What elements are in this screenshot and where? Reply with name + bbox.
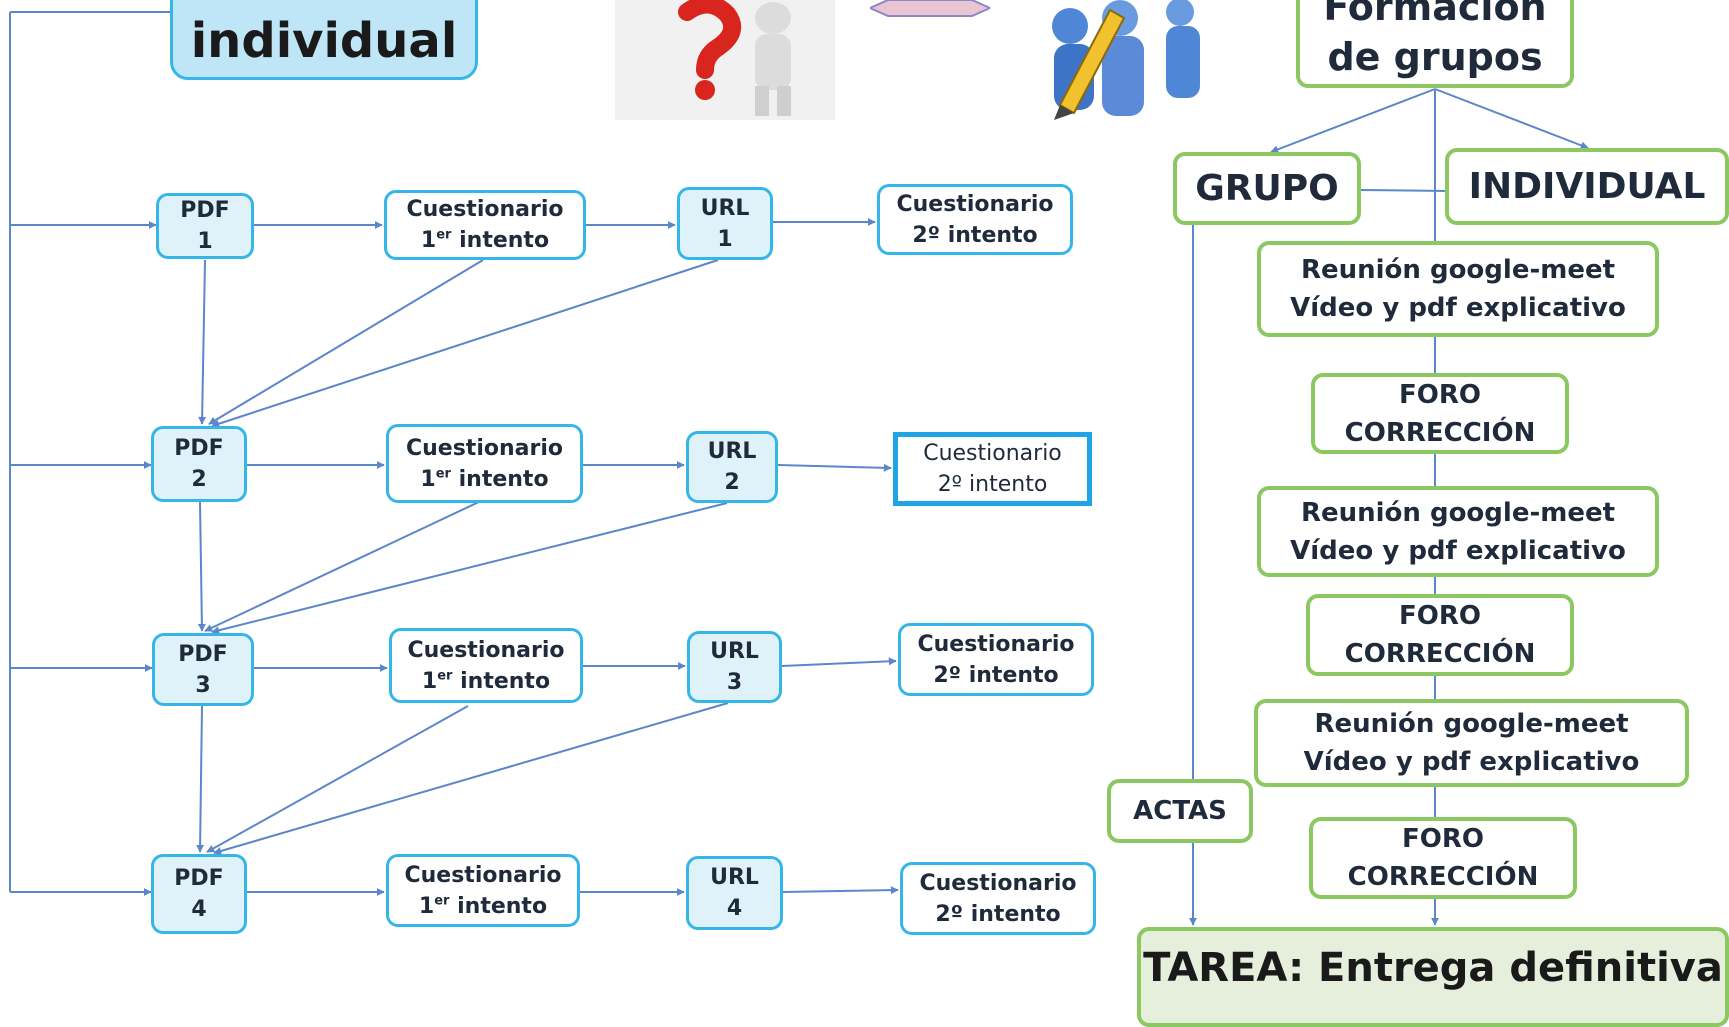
formacion-line1: Formación [1323, 0, 1547, 29]
meet-line2: Vídeo y pdf explicativo [1290, 293, 1626, 323]
pdf-node-3: PDF 3 [152, 633, 254, 706]
cuestionario-2-node-2: Cuestionario 2º intento [893, 432, 1092, 506]
url-node-1: URL 1 [677, 187, 773, 260]
cuestionario-label: Cuestionario [896, 191, 1054, 217]
foro-box-3: FORO CORRECCIÓN [1309, 817, 1577, 899]
url-number: 4 [726, 896, 743, 921]
cuestionario-label: Cuestionario [406, 197, 564, 222]
url-number: 2 [724, 470, 740, 495]
url-label: URL [710, 865, 759, 890]
arrow-pdf1-pdf2 [198, 259, 207, 425]
people-pencil-icon [1052, 0, 1200, 120]
individual-header-box: individual [170, 0, 478, 80]
intento-label: 2º intento [912, 222, 1038, 248]
cuestionario-1-node-2: Cuestionario 1er intento [386, 424, 583, 503]
foro-line1: FORO [1402, 824, 1484, 854]
pdf-number: 4 [191, 897, 207, 922]
url-label: URL [710, 639, 759, 664]
cuestionario-label: Cuestionario [919, 870, 1077, 896]
intento-label: 1er intento [418, 893, 548, 919]
cuestionario-label: Cuestionario [923, 441, 1062, 466]
meet-line2: Vídeo y pdf explicativo [1303, 747, 1640, 777]
url-label: URL [707, 439, 757, 464]
arrow-q1r3-pdf4 [206, 705, 469, 853]
actas-box: ACTAS [1107, 779, 1253, 843]
pdf-node-1: PDF 1 [156, 193, 254, 259]
connector-layer [9, 11, 1589, 926]
intento-label: 2º intento [935, 901, 1061, 927]
cuestionario-label: Cuestionario [405, 435, 563, 461]
url-label: URL [700, 195, 750, 221]
meet-line1: Reunión google-meet [1314, 709, 1629, 739]
cuestionario-2-node-3: Cuestionario 2º intento [898, 623, 1094, 696]
intento-label: 1er intento [421, 668, 551, 694]
individual-header-label: individual [190, 13, 458, 69]
pdf-number: 3 [195, 672, 211, 698]
pdf-label: PDF [174, 436, 224, 461]
meet-box-3: Reunión google-meet Vídeo y pdf explicat… [1254, 699, 1689, 787]
formacion-grupos-box: Formación de grupos [1296, 0, 1574, 88]
foro-line2: CORRECCIÓN [1344, 417, 1536, 448]
arrow-url3-q2 [781, 657, 897, 667]
arrow-url4-q2 [782, 886, 899, 895]
cuestionario-1-node-4: Cuestionario 1er intento [386, 854, 580, 927]
arrow-pdf2-pdf3 [197, 501, 206, 632]
pdf-number: 1 [197, 229, 213, 254]
cuestionario-1-node-3: Cuestionario 1er intento [389, 628, 583, 703]
cuestionario-label: Cuestionario [404, 862, 562, 888]
cuestionario-label: Cuestionario [917, 631, 1075, 657]
pdf-node-2: PDF 2 [151, 426, 247, 502]
url-node-3: URL 3 [687, 631, 782, 703]
meet-line1: Reunión google-meet [1300, 255, 1616, 285]
meet-box-1: Reunión google-meet Vídeo y pdf explicat… [1257, 241, 1659, 337]
url-node-4: URL 4 [686, 856, 783, 930]
foro-box-1: FORO CORRECCIÓN [1311, 373, 1569, 454]
pdf-label: PDF [174, 866, 224, 891]
arrow-url2-q2 [777, 463, 892, 472]
tarea-box: TAREA: Entrega definitiva [1137, 927, 1729, 1027]
foro-box-2: FORO CORRECCIÓN [1306, 594, 1574, 676]
pdf-label: PDF [178, 641, 228, 667]
arrow-url2-pdf3 [211, 502, 728, 635]
foro-line2: CORRECCIÓN [1347, 862, 1539, 892]
meet-box-2: Reunión google-meet Vídeo y pdf explicat… [1257, 486, 1659, 577]
pdf-label: PDF [180, 198, 230, 223]
arrow-formacion-grupo [1270, 88, 1436, 154]
grupo-label: GRUPO [1195, 168, 1339, 209]
intento-label: 1er intento [420, 466, 549, 492]
double-arrow-icon [870, 0, 990, 17]
arrow-pdf3-pdf4 [196, 705, 205, 853]
url-node-2: URL 2 [686, 431, 778, 503]
individual-box: INDIVIDUAL [1445, 148, 1729, 225]
actas-label: ACTAS [1133, 796, 1227, 826]
foro-line2: CORRECCIÓN [1344, 639, 1536, 669]
arrow-formacion-individual [1434, 88, 1589, 150]
arrow-q1r2-pdf3 [204, 499, 484, 632]
pdf-number: 2 [191, 467, 207, 492]
pdf-node-4: PDF 4 [151, 854, 247, 934]
tarea-label: TAREA: Entrega definitiva [1143, 945, 1723, 991]
url-number: 1 [717, 226, 733, 252]
cuestionario-label: Cuestionario [407, 637, 565, 663]
url-number: 3 [726, 670, 743, 695]
meet-line1: Reunión google-meet [1300, 497, 1616, 528]
grupo-box: GRUPO [1173, 152, 1361, 225]
foro-line1: FORO [1399, 379, 1481, 410]
arrow-url3-pdf4 [213, 702, 729, 855]
cuestionario-1-node-1: Cuestionario 1er intento [384, 190, 586, 260]
cuestionario-2-node-4: Cuestionario 2º intento [900, 862, 1096, 935]
arrow-q1r1-pdf2 [208, 259, 484, 425]
intento-label: 1er intento [420, 227, 550, 253]
grupo-individual-link [1359, 189, 1449, 192]
question-person-icon [615, 0, 835, 120]
meet-line2: Vídeo y pdf explicativo [1290, 535, 1626, 566]
arrow-url1-pdf2 [211, 259, 719, 428]
cuestionario-2-node-1: Cuestionario 2º intento [877, 184, 1073, 255]
foro-line1: FORO [1399, 601, 1481, 631]
intento-label: 2º intento [933, 662, 1059, 688]
formacion-line2: de grupos [1327, 35, 1543, 79]
individual-label: INDIVIDUAL [1468, 166, 1706, 207]
intento-label: 2º intento [937, 472, 1048, 497]
